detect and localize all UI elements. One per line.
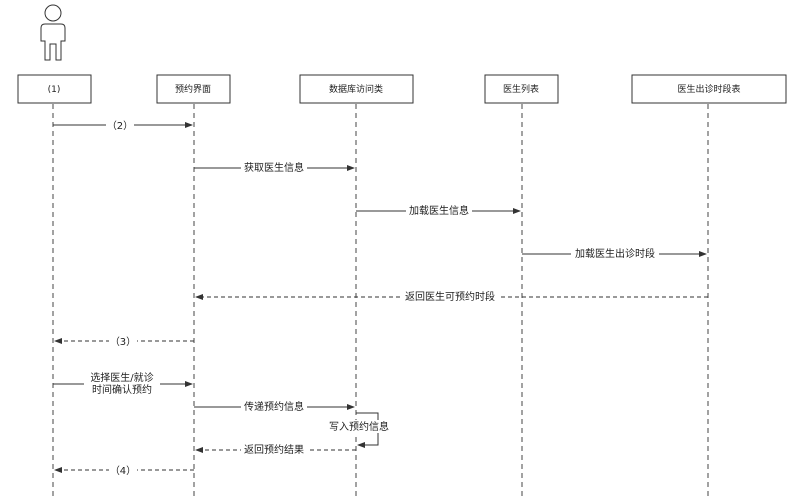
participant-label: 医生列表 — [503, 83, 539, 95]
message-label: （2） — [107, 120, 133, 132]
message-label: （4） — [110, 465, 136, 477]
message-m7: 选择医生/就诊 时间确认预约 — [53, 371, 193, 396]
participant-p3: 数据库访问类 — [299, 74, 414, 104]
message-m2: 获取医生信息 — [194, 161, 355, 174]
message-label: 传递预约信息 — [244, 400, 304, 413]
message-label: 获取医生信息 — [244, 161, 304, 174]
message-m6: （3） — [54, 335, 194, 348]
message-label: 时间确认预约 — [92, 383, 152, 396]
message-m8: 传递预约信息 — [194, 400, 355, 413]
participant-p2: 预约界面 — [156, 74, 231, 104]
message-m11: （4） — [54, 464, 194, 477]
message-label: 写入预约信息 — [329, 420, 389, 433]
actor-icon — [40, 4, 66, 61]
message-m9: 写入预约信息 — [326, 412, 392, 448]
message-m4: 加载医生出诊时段 — [522, 247, 707, 260]
message-label: （3） — [110, 336, 136, 348]
participant-label: 预约界面 — [175, 83, 211, 95]
message-label: 加载医生出诊时段 — [575, 247, 655, 260]
message-label: 选择医生/就诊 — [90, 371, 153, 384]
participant-label: (1) — [48, 85, 61, 95]
participant-p1: (1) — [17, 74, 92, 104]
message-m3: 加载医生信息 — [356, 204, 521, 217]
message-label: 加载医生信息 — [409, 204, 469, 217]
message-m5: 返回医生可预约时段 — [195, 290, 708, 303]
message-m10: 返回预约结果 — [195, 443, 356, 456]
participant-label: 医生出诊时段表 — [677, 83, 740, 95]
message-label: 返回预约结果 — [244, 443, 304, 456]
participant-p4: 医生列表 — [484, 74, 559, 104]
message-label: 返回医生可预约时段 — [405, 290, 495, 303]
participant-label: 数据库访问类 — [329, 83, 383, 95]
participant-p5: 医生出诊时段表 — [631, 74, 787, 104]
message-m1: （2） — [53, 119, 193, 132]
